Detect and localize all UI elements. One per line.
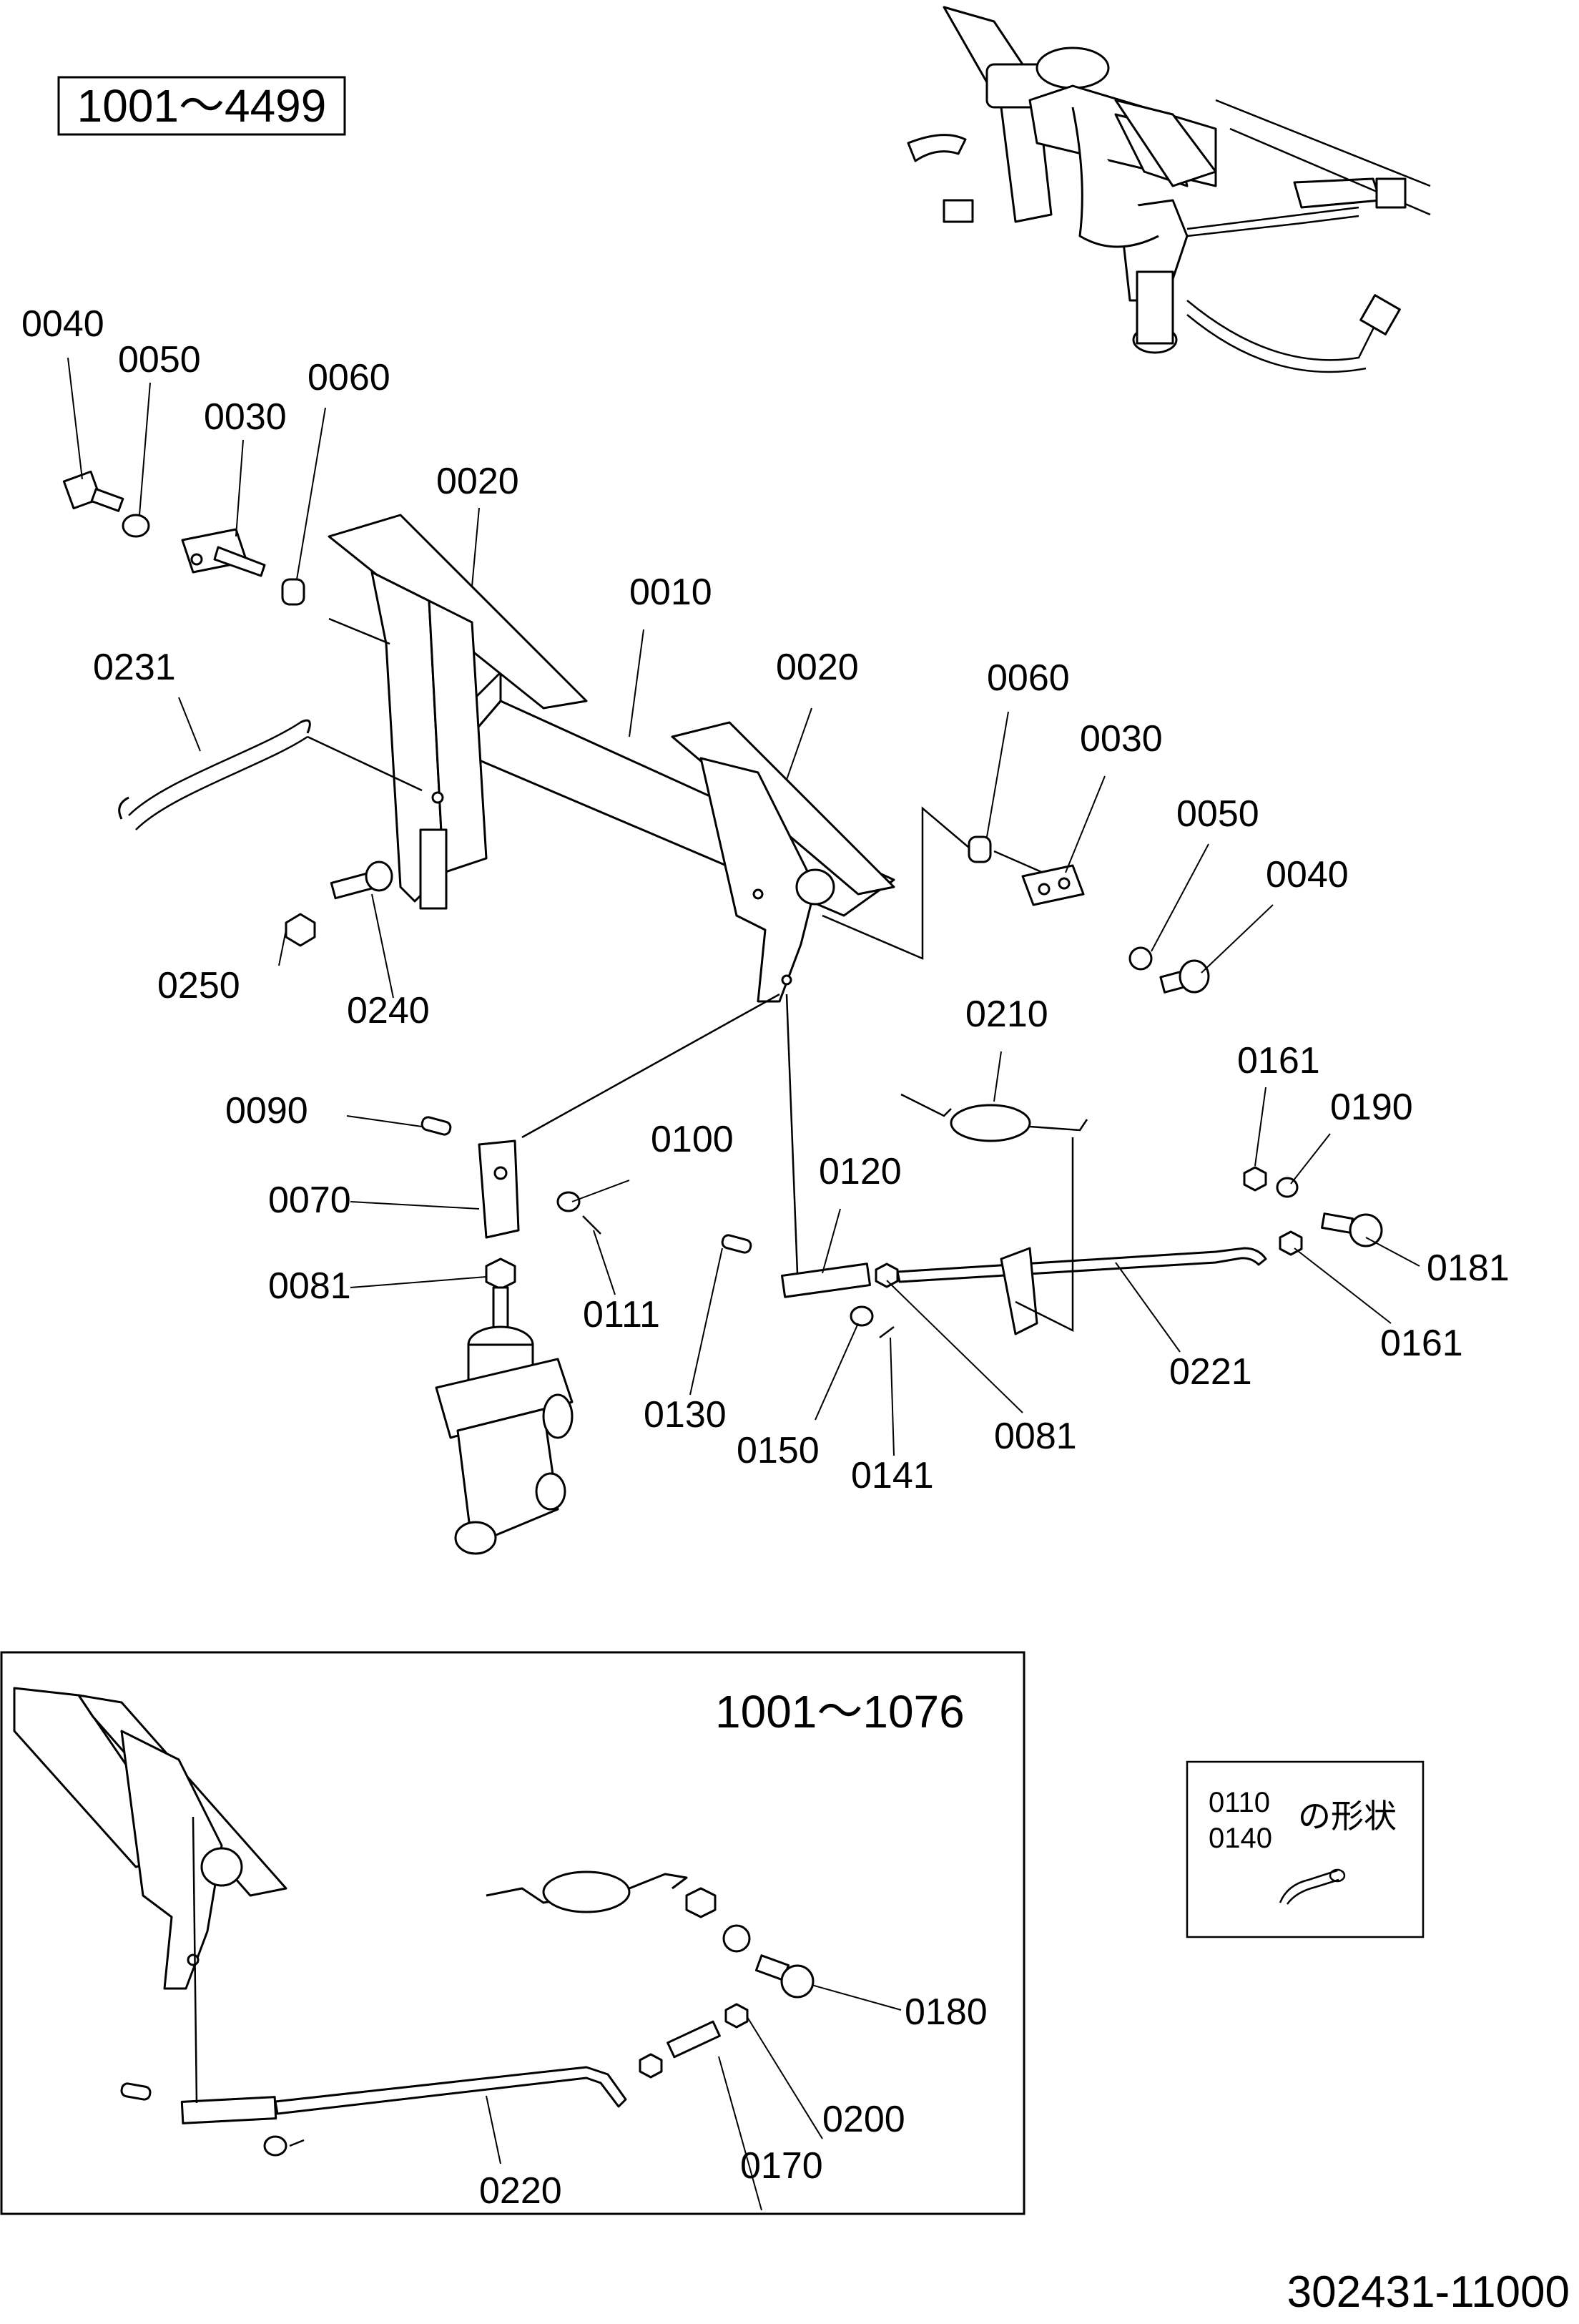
label-0090: 0090 [225,1090,308,1132]
label-0250: 0250 [157,965,240,1006]
label-0210: 0210 [965,994,1048,1035]
label-0070: 0070 [268,1180,351,1221]
washer-0050-left [122,514,150,538]
washer-0100 [556,1191,581,1212]
clevis-0120 [780,1262,872,1298]
pin-0090 [420,1116,452,1136]
label-0141: 0141 [851,1455,934,1496]
serial-range-text: 1001～4499 [77,80,327,132]
label-0030-top: 0030 [204,396,287,438]
label-0060-top: 0060 [308,357,390,398]
collar-0060-left [281,578,305,606]
pin-0030-right [993,850,1085,906]
label-0030-right: 0030 [1080,718,1163,760]
inset-variant-panel: 1001～1076 0220 0170 0200 [0,1651,1025,2215]
rod-0220 [180,2066,627,2124]
washer-0190 [1276,1177,1299,1198]
nut-0250 [285,913,316,947]
label-0170: 0170 [740,2145,823,2187]
washer-0050-right [1128,946,1153,971]
cotter-pin-shape-note: 0110 0140 の形状 [1186,1760,1425,1938]
pin-0130 [721,1234,752,1254]
label-0020-right: 0020 [776,647,859,688]
cotter-pin-0141 [879,1326,895,1338]
pedal-arm-0020-left [328,514,588,910]
label-0190: 0190 [1330,1087,1413,1128]
label-0161-top: 0161 [1237,1040,1320,1082]
label-0200: 0200 [822,2099,905,2140]
shape-note-part-0110: 0110 [1209,1787,1270,1818]
master-cylinder [435,1286,574,1555]
cotter-pin-icon [1279,1868,1346,1905]
drawing-number: 302431-11000 [1287,2267,1570,2317]
label-0130: 0130 [644,1394,727,1436]
bolt-0040-left [62,470,124,512]
label-0040-top: 0040 [21,303,104,345]
label-0081-right: 0081 [994,1416,1077,1457]
serial-range-box: 1001～4499 [57,76,346,136]
washer-0150 [850,1305,874,1327]
label-0010: 0010 [629,572,712,613]
shape-note-text: の形状 [1298,1797,1397,1835]
label-0181: 0181 [1427,1247,1510,1289]
spring-0231 [118,719,311,830]
label-0050-right: 0050 [1176,793,1259,835]
clevis-0070 [478,1139,520,1239]
ball-joint-0181 [1321,1212,1383,1247]
ball-joint-0180 [754,1954,815,1999]
collar-0060-right [968,835,992,863]
leader-lines [67,357,1420,1456]
spring-0210 [900,1093,1088,1142]
label-0220: 0220 [479,2170,562,2212]
nut-0081-right [875,1262,899,1288]
overview-illustration [907,6,1431,373]
bolt-0240 [330,861,393,900]
adjuster-0170 [666,2020,721,2059]
label-0240: 0240 [347,990,430,1031]
label-0221: 0221 [1169,1351,1252,1393]
shape-note-part-0140: 0140 [1209,1823,1272,1854]
label-0040-right: 0040 [1266,854,1349,896]
label-0120: 0120 [819,1151,902,1192]
cotter-pin-0111 [582,1215,601,1235]
label-0180: 0180 [905,1991,988,2033]
pin-0030-left [181,528,266,577]
label-0050-top: 0050 [118,339,201,381]
bolt-0040-right [1159,959,1210,994]
nut-0081-left [485,1257,516,1290]
nut-0200 [724,2003,749,2029]
label-0100: 0100 [651,1119,734,1160]
label-0111: 0111 [583,1294,660,1335]
label-0161-bottom: 0161 [1380,1323,1463,1364]
nut-0161-top [1243,1166,1267,1192]
label-0020-left: 0020 [436,461,519,502]
rod-0221 [896,1247,1267,1335]
label-0060-right: 0060 [987,657,1070,699]
label-0150: 0150 [737,1430,820,1471]
inset-serial-range: 1001～1076 [715,1686,965,1737]
label-0081-left: 0081 [268,1265,351,1307]
label-0231: 0231 [93,647,176,688]
pedal-arm-0020-right [671,721,895,1003]
part-labels: 0040 0050 0030 0060 0020 0010 0231 0020 … [21,303,1510,1496]
